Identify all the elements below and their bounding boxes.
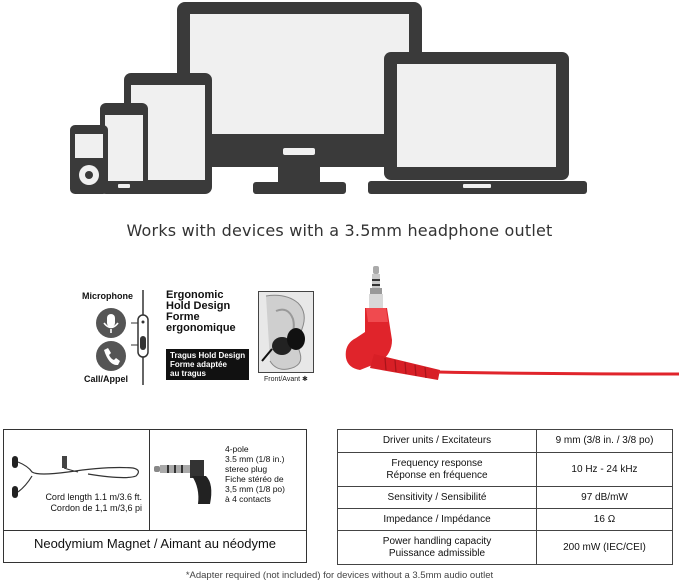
front-label-text: Front/Avant (264, 376, 301, 383)
compatibility-tagline: Works with devices with a 3.5mm headphon… (126, 221, 553, 240)
stereo-plug-image (154, 460, 212, 504)
spec-label-line: Impedance / Impédance (383, 513, 491, 525)
monitor-icon (177, 2, 422, 194)
table-row: Driver units / Excitateurs 9 mm (3/8 in.… (337, 429, 673, 453)
spec-label: Frequency response Réponse en fréquence (337, 452, 537, 487)
arrow-down-icon: ✱ (302, 376, 308, 383)
spec-value: 9 mm (3/8 in. / 3/8 po) (536, 429, 673, 453)
microphone-icon (96, 308, 126, 338)
front-label: Front/Avant ✱ (264, 375, 308, 383)
cord-length-fr: Cordon de 1,1 m/3,6 pi (50, 503, 142, 513)
laptop-icon (368, 52, 587, 194)
devices-illustration (70, 2, 587, 194)
plug-line-3: stereo plug (225, 464, 268, 474)
inline-remote-icon (131, 290, 149, 385)
earphone-cord-image (12, 456, 139, 498)
cord-length-text: Cord length 1.1 m/3.6 ft. Cordon de 1,1 … (6, 492, 142, 514)
table-row: Sensitivity / Sensibilité 97 dB/mW (337, 486, 673, 509)
spec-label-line: Sensitivity / Sensibilité (387, 491, 487, 503)
spec-label: Sensitivity / Sensibilité (337, 486, 537, 509)
red-cable-plug-image (345, 266, 679, 380)
spec-label-line: Réponse en fréquence (386, 469, 488, 481)
ergonomic-title-en-1: Ergonomic (166, 289, 224, 301)
adapter-footnote: *Adapter required (not included) for dev… (185, 570, 494, 581)
spec-label-line: Frequency response (391, 457, 483, 469)
box-divider-horizontal (4, 530, 306, 531)
specs-table: Driver units / Excitateurs 9 mm (3/8 in.… (337, 429, 673, 565)
tragus-hold-box: Tragus Hold Design Forme adaptée au trag… (166, 349, 250, 380)
cord-length-en: Cord length 1.1 m/3.6 ft. (45, 492, 142, 502)
plug-line-5: 3,5 mm (1/8 po) (225, 484, 285, 494)
ergonomic-title-en-2: Hold Design (166, 300, 231, 312)
tragus-line-1: Tragus Hold Design (170, 351, 246, 360)
magnet-label: Neodymium Magnet / Aimant au néodyme (33, 536, 277, 551)
tragus-line-2: Forme adaptée (170, 360, 227, 369)
ergonomic-title-fr-2: ergonomique (166, 322, 236, 334)
ear-fit-image (258, 291, 314, 373)
spec-label: Driver units / Excitateurs (337, 429, 537, 453)
table-row: Frequency response Réponse en fréquence … (337, 452, 673, 487)
plug-line-6: à 4 contacts (225, 494, 271, 504)
spec-value: 10 Hz - 24 kHz (536, 452, 673, 487)
call-label: Call/Appel (84, 374, 129, 384)
spec-label-line: Power handling capacity (382, 535, 492, 547)
ergonomic-title-fr-1: Forme (166, 311, 200, 323)
spec-value: 200 mW (IEC/CEI) (536, 530, 673, 565)
plug-line-2: 3.5 mm (1/8 in.) (225, 454, 285, 464)
plug-description: 4-pole 3.5 mm (1/8 in.) stereo plug Fich… (225, 444, 307, 504)
spec-value: 16 Ω (536, 508, 673, 531)
phone-call-icon (96, 341, 126, 371)
table-row: Impedance / Impédance 16 Ω (337, 508, 673, 531)
spec-label: Power handling capacity Puissance admiss… (337, 530, 537, 565)
box-divider-vertical (149, 430, 150, 530)
spec-label-line: Driver units / Excitateurs (382, 435, 492, 446)
cord-plug-box: Cord length 1.1 m/3.6 ft. Cordon de 1,1 … (3, 429, 307, 563)
spec-label-line: Puissance admissible (388, 547, 486, 559)
microphone-label: Microphone (82, 291, 133, 301)
tragus-line-3: au tragus (170, 369, 207, 378)
ergonomic-title: Ergonomic Hold Design Forme ergonomique (166, 290, 236, 334)
phone-icon (100, 103, 148, 194)
plug-line-1: 4-pole (225, 444, 249, 454)
plug-line-4: Fiche stéréo de (225, 474, 284, 484)
music-player-icon (70, 125, 108, 194)
spec-label: Impedance / Impédance (337, 508, 537, 531)
table-row: Power handling capacity Puissance admiss… (337, 530, 673, 565)
spec-value: 97 dB/mW (536, 486, 673, 509)
